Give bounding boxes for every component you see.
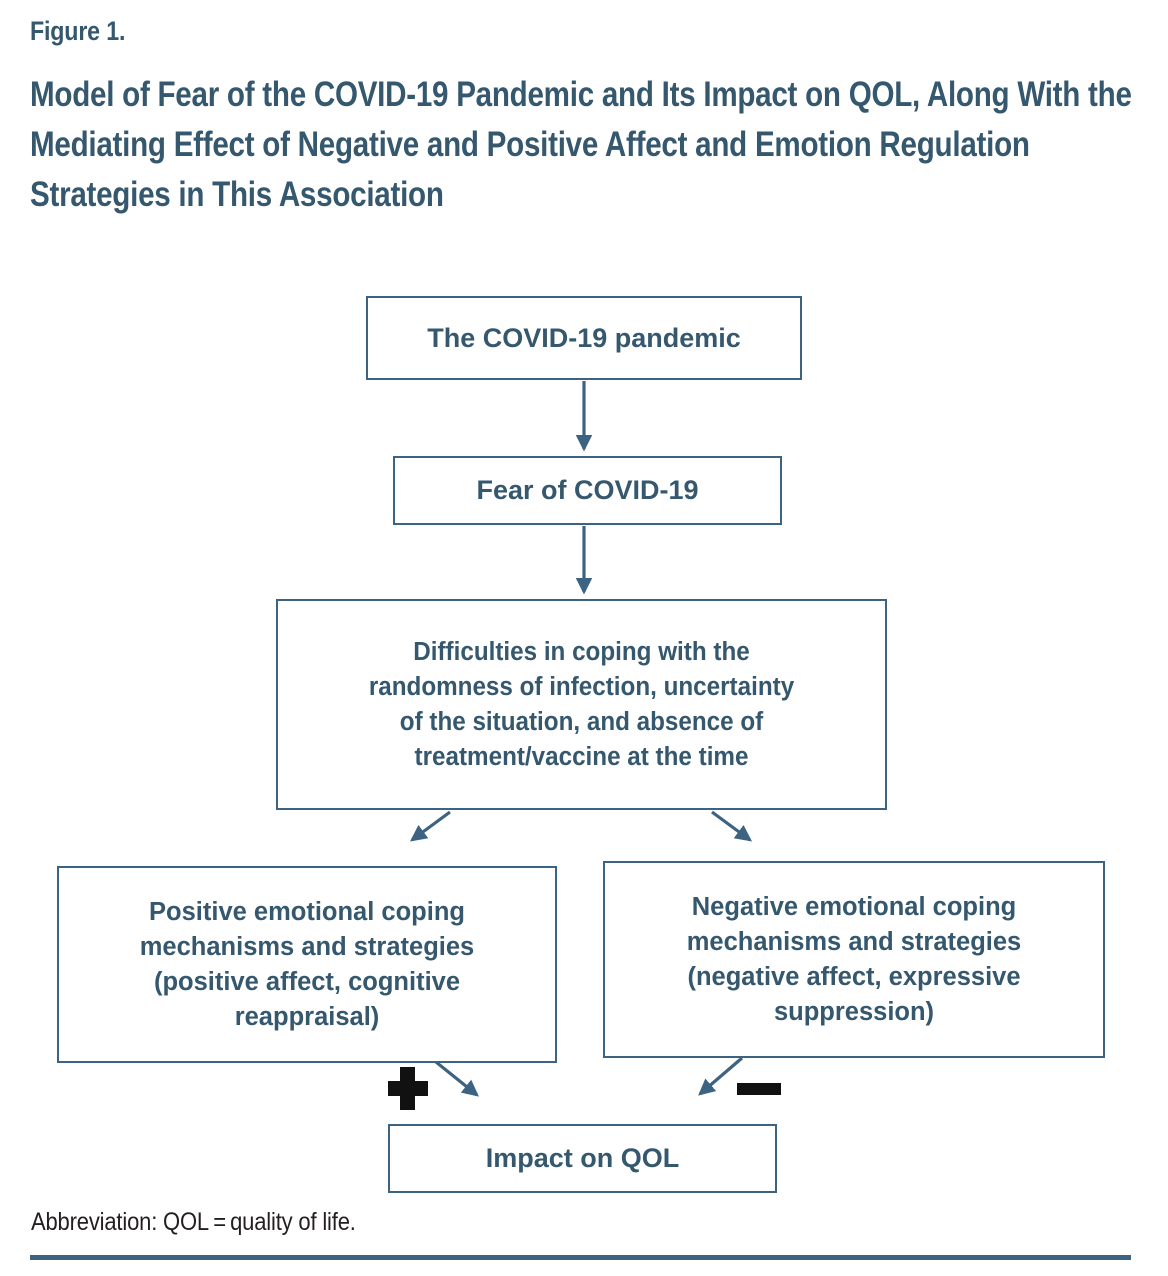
node-label-difficulties-line-1: Difficulties in coping with the <box>413 637 750 666</box>
node-label-pandemic: The COVID-19 pandemic <box>427 322 741 353</box>
plus-sign-icon <box>388 1066 428 1110</box>
node-negative-emotional-coping: Negative emotional coping mechanisms and… <box>603 861 1105 1058</box>
node-label-negative-line-3: (negative affect, expressive <box>687 962 1021 991</box>
node-the-covid-19-pandemic: The COVID-19 pandemic <box>366 296 802 380</box>
node-label-positive-line-1: Positive emotional coping <box>149 897 465 926</box>
node-label-difficulties: Difficulties in coping with the randomne… <box>293 635 870 775</box>
node-label-positive-line-2: mechanisms and strategies <box>139 932 475 961</box>
plus-sign-vertical-bar <box>400 1067 415 1110</box>
arrow-difficulties-to-negative <box>711 810 753 842</box>
arrow-positive-to-impact <box>434 1060 479 1097</box>
figure-title: Model of Fear of the COVID-19 Pandemic a… <box>30 75 1132 214</box>
node-impact-on-qol: Impact on QOL <box>388 1124 777 1193</box>
node-label-positive-line-3: (positive affect, cognitive <box>153 967 461 996</box>
node-positive-emotional-coping: Positive emotional coping mechanisms and… <box>57 866 557 1063</box>
arrow-negative-to-impact <box>698 1056 744 1096</box>
node-label-positive: Positive emotional coping mechanisms and… <box>59 895 555 1035</box>
node-label-negative-line-4: suppression) <box>773 997 935 1026</box>
node-label-negative: Negative emotional coping mechanisms and… <box>605 890 1103 1030</box>
node-label-negative-line-1: Negative emotional coping <box>691 892 1017 921</box>
node-label-positive-line-4: reappraisal) <box>234 1002 380 1031</box>
node-label-negative-line-2: mechanisms and strategies <box>686 927 1022 956</box>
node-label-difficulties-line-4: treatment/vaccine at the time <box>414 742 749 771</box>
figure-number-label: Figure 1. <box>30 16 126 46</box>
node-label-difficulties-line-2: randomness of infection, uncertainty <box>368 672 795 701</box>
node-difficulties-in-coping: Difficulties in coping with the randomne… <box>276 599 887 810</box>
abbreviation-note: Abbreviation: QOL = quality of life. <box>31 1208 356 1236</box>
node-fear-of-covid-19: Fear of COVID-19 <box>393 456 782 525</box>
node-label-difficulties-line-3: of the situation, and absence of <box>399 707 764 736</box>
minus-sign-icon <box>737 1066 781 1110</box>
node-label-impact: Impact on QOL <box>485 1143 680 1173</box>
arrow-difficulties-to-positive <box>409 810 451 842</box>
node-label-fear: Fear of COVID-19 <box>476 475 699 505</box>
minus-sign-horizontal-bar <box>737 1083 781 1095</box>
bottom-divider-rule <box>30 1255 1131 1260</box>
